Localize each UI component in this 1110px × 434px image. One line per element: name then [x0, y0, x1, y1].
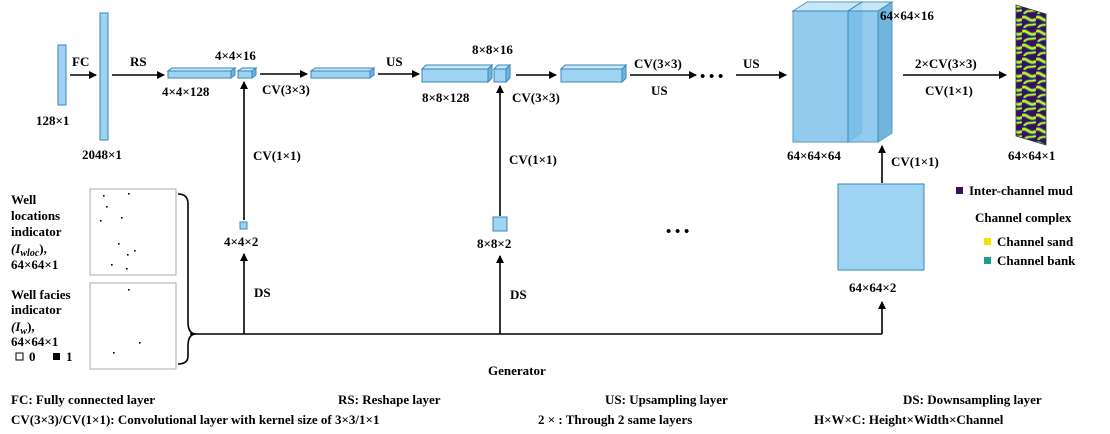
size-64x64x64: 64×64×64: [787, 148, 841, 163]
fc-size-label: 2048×1: [82, 147, 122, 162]
us-label-2: US: [651, 83, 668, 98]
wf-size: 64×64×1: [11, 334, 58, 349]
size-8x8x16: 8×8×16: [472, 42, 513, 57]
ds-label-a: DS: [254, 285, 271, 300]
block-cv-b-side: [621, 63, 627, 84]
block-8x8x128: [421, 68, 489, 83]
fc-label: FC: [72, 54, 89, 69]
block-4x4x2: [239, 221, 248, 230]
key-zero-swatch: [15, 352, 24, 361]
block-8x8x128-top: [420, 64, 494, 70]
well-locations-dots: [100, 193, 136, 270]
footnote-cv: CV(3×3)/CV(1×1): Convolutional layer wit…: [11, 412, 379, 427]
wloc-size: 64×64×1: [11, 257, 58, 272]
fc-vector-block: [99, 12, 109, 141]
footnote-fc: FC: Fully connected layer: [11, 392, 155, 407]
sand-swatch: [984, 238, 991, 245]
cv1-label-c: CV(1×1): [891, 154, 939, 169]
wf-title-2: indicator: [11, 302, 62, 317]
well-locations-panel: [89, 188, 177, 276]
complex-label: Channel complex: [975, 210, 1072, 225]
ellipsis-top: • • •: [700, 69, 723, 85]
wloc-title-1: Well: [11, 192, 37, 207]
cv1-out-label: CV(1×1): [925, 83, 973, 98]
input-size-label: 128×1: [36, 113, 69, 128]
footnote-two: 2 × : Through 2 same layers: [538, 412, 692, 427]
cv3-label-a: CV(3×3): [262, 82, 310, 97]
cv3-label-c: CV(3×3): [634, 56, 682, 71]
footnote-rs: RS: Reshape layer: [338, 392, 441, 407]
generator-label: Generator: [488, 363, 546, 378]
us-label-1: US: [386, 54, 403, 69]
sand-label: Channel sand: [997, 234, 1074, 249]
wf-symbol: (Iw),: [11, 319, 35, 337]
well-facies-dots: [113, 289, 141, 354]
rs-label: RS: [130, 54, 147, 69]
wloc-title-2: locations: [11, 208, 60, 223]
block-4x4x128-side: [230, 67, 236, 79]
wloc-symbol: (Iwloc),: [11, 241, 47, 259]
mud-swatch: [956, 187, 963, 194]
ds-label-b: DS: [510, 287, 527, 302]
footnote-us: US: Upsampling layer: [605, 392, 728, 407]
block-8x8x16-side: [505, 63, 511, 84]
block-64x64x16-side: [877, 1, 893, 143]
input-brace: [177, 193, 197, 365]
size-64x64x1: 64×64×1: [1008, 148, 1055, 163]
key-one-label: 1: [66, 349, 73, 364]
block-64x64x64: [792, 10, 849, 143]
ellipsis-mid: • • •: [666, 224, 689, 240]
block-8x8x2: [492, 216, 508, 232]
block-4x4x16: [237, 70, 253, 79]
block-8x8x128-side: [487, 63, 493, 84]
size-4x4x2: 4×4×2: [224, 234, 258, 249]
size-64x64x16: 64×64×16: [880, 8, 934, 23]
block-64x64x16: [847, 10, 879, 143]
output-facies-image: [1015, 4, 1047, 146]
cv3-label-b: CV(3×3): [512, 90, 560, 105]
bank-swatch: [984, 257, 991, 264]
cv1-label-a: CV(1×1): [253, 148, 301, 163]
two-cv3-label: 2×CV(3×3): [915, 56, 977, 71]
block-4x4x128: [167, 70, 232, 79]
size-64x64x2: 64×64×2: [849, 280, 896, 295]
size-4x4x16: 4×4×16: [215, 48, 256, 63]
bank-label: Channel bank: [997, 253, 1076, 268]
cv1-label-b: CV(1×1): [509, 152, 557, 167]
size-8x8x2: 8×8×2: [477, 236, 511, 251]
key-one-swatch: [53, 353, 60, 360]
mud-label: Inter-channel mud: [969, 183, 1074, 198]
wloc-title-3: indicator: [11, 224, 62, 239]
footnote-hwc: H×W×C: Height×Width×Channel: [814, 412, 1004, 427]
input-vector-block: [57, 44, 67, 106]
block-64x64x2: [837, 183, 925, 271]
block-cv-a: [310, 70, 371, 79]
footnote-ds: DS: Downsampling layer: [903, 392, 1042, 407]
wf-title-1: Well facies: [11, 287, 71, 302]
block-cv-a-side: [369, 67, 375, 79]
block-cv-b-top: [559, 64, 628, 70]
size-4x4x128: 4×4×128: [162, 84, 210, 99]
size-8x8x128: 8×8×128: [422, 90, 470, 105]
us-label-3: US: [743, 56, 760, 71]
well-facies-panel: [89, 282, 177, 370]
key-zero-label: 0: [29, 349, 36, 364]
block-4x4x16-side: [251, 67, 257, 79]
block-cv-b: [560, 68, 623, 83]
block-8x8x16: [493, 68, 507, 83]
